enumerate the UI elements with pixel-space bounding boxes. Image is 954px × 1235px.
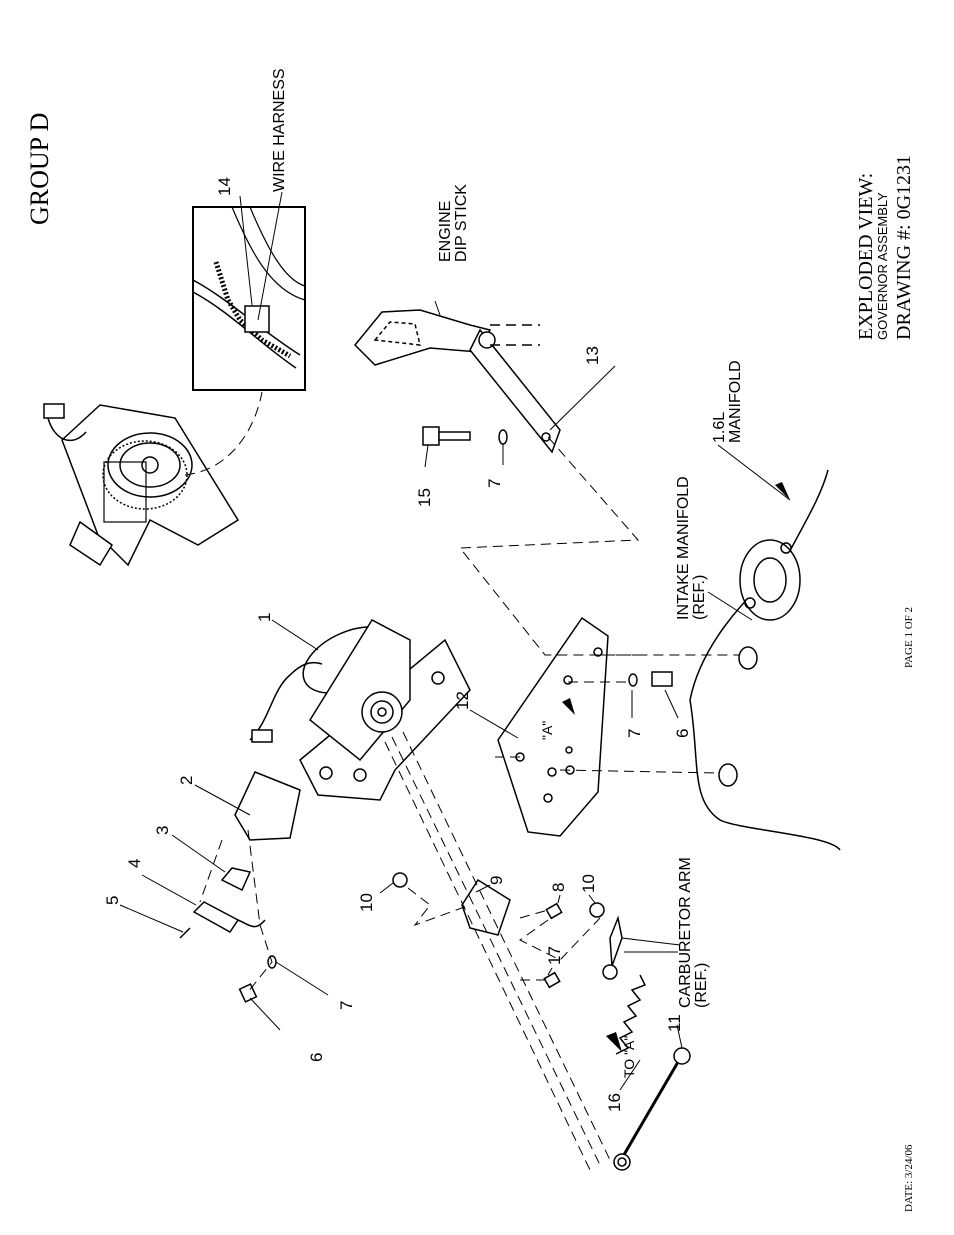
- callout-10-lower: 10: [579, 874, 598, 893]
- label-to-a: TO "A": [621, 1036, 637, 1078]
- title-assembly: GOVERNOR ASSEMBLY: [875, 192, 890, 340]
- drawing-date: DATE: 3/24/06: [903, 1144, 915, 1212]
- callout-4: 4: [125, 859, 144, 868]
- callout-14: 14: [215, 177, 234, 196]
- label-dip-stick: DIP STICK: [453, 184, 470, 262]
- callout-1: 1: [255, 613, 274, 622]
- page-number: PAGE 1 OF 2: [903, 607, 915, 668]
- group-title: GROUP D: [25, 113, 54, 225]
- label-intake-manifold: INTAKE MANIFOLD: [675, 476, 692, 620]
- label-carburetor-arm: CARBURETOR ARM: [677, 857, 694, 1008]
- label-wire-harness: WIRE HARNESS: [271, 68, 288, 192]
- callout-8: 8: [549, 883, 568, 892]
- callout-13: 13: [583, 346, 602, 365]
- callout-12: 12: [453, 691, 472, 710]
- linkage-parts: [179, 771, 691, 1171]
- callout-7-left: 7: [337, 1001, 356, 1010]
- governor-body: [249, 619, 471, 801]
- leader-lines: [119, 191, 791, 1091]
- callout-16: 16: [605, 1093, 624, 1112]
- callout-9: 9: [487, 876, 506, 885]
- title-view: EXPLODED VIEW:: [855, 173, 877, 340]
- callout-15: 15: [415, 488, 434, 507]
- governor-perspective-view: [43, 403, 240, 567]
- callout-7-top: 7: [485, 479, 504, 488]
- title-drawing-number: DRAWING #: 0G1231: [893, 155, 915, 340]
- callout-numbers: 1 2 3 4 5 6 7 10 9 8 10 17 11 16 12 7 6 …: [103, 177, 692, 1112]
- callout-7-mid: 7: [625, 729, 644, 738]
- callout-17: 17: [545, 946, 564, 965]
- dip-stick-bracket: [353, 309, 561, 454]
- label-1-6l: 1.6L: [711, 412, 728, 443]
- label-a-marker: "A": [539, 721, 555, 740]
- arrow-heads: [562, 482, 790, 1052]
- callout-2: 2: [177, 776, 196, 785]
- mounting-plate: [497, 616, 609, 837]
- wire-harness-detail-inset: [192, 206, 306, 391]
- callout-11: 11: [665, 1014, 684, 1032]
- intake-manifold: [689, 469, 841, 851]
- reference-labels: WIRE HARNESS ENGINE DIP STICK INTAKE MAN…: [271, 68, 744, 1078]
- callout-6-mid: 6: [673, 729, 692, 738]
- bolt-and-washer: [267, 426, 673, 969]
- callout-10-upper: 10: [357, 893, 376, 912]
- label-intake-ref: (REF.): [691, 575, 708, 620]
- callout-6-left: 6: [307, 1053, 326, 1062]
- label-engine: ENGINE: [437, 201, 454, 262]
- assembly-lines: [199, 436, 740, 1171]
- callout-3: 3: [153, 826, 172, 835]
- label-carburetor-ref: (REF.): [693, 963, 710, 1008]
- label-manifold: MANIFOLD: [727, 360, 744, 443]
- callout-5: 5: [103, 896, 122, 905]
